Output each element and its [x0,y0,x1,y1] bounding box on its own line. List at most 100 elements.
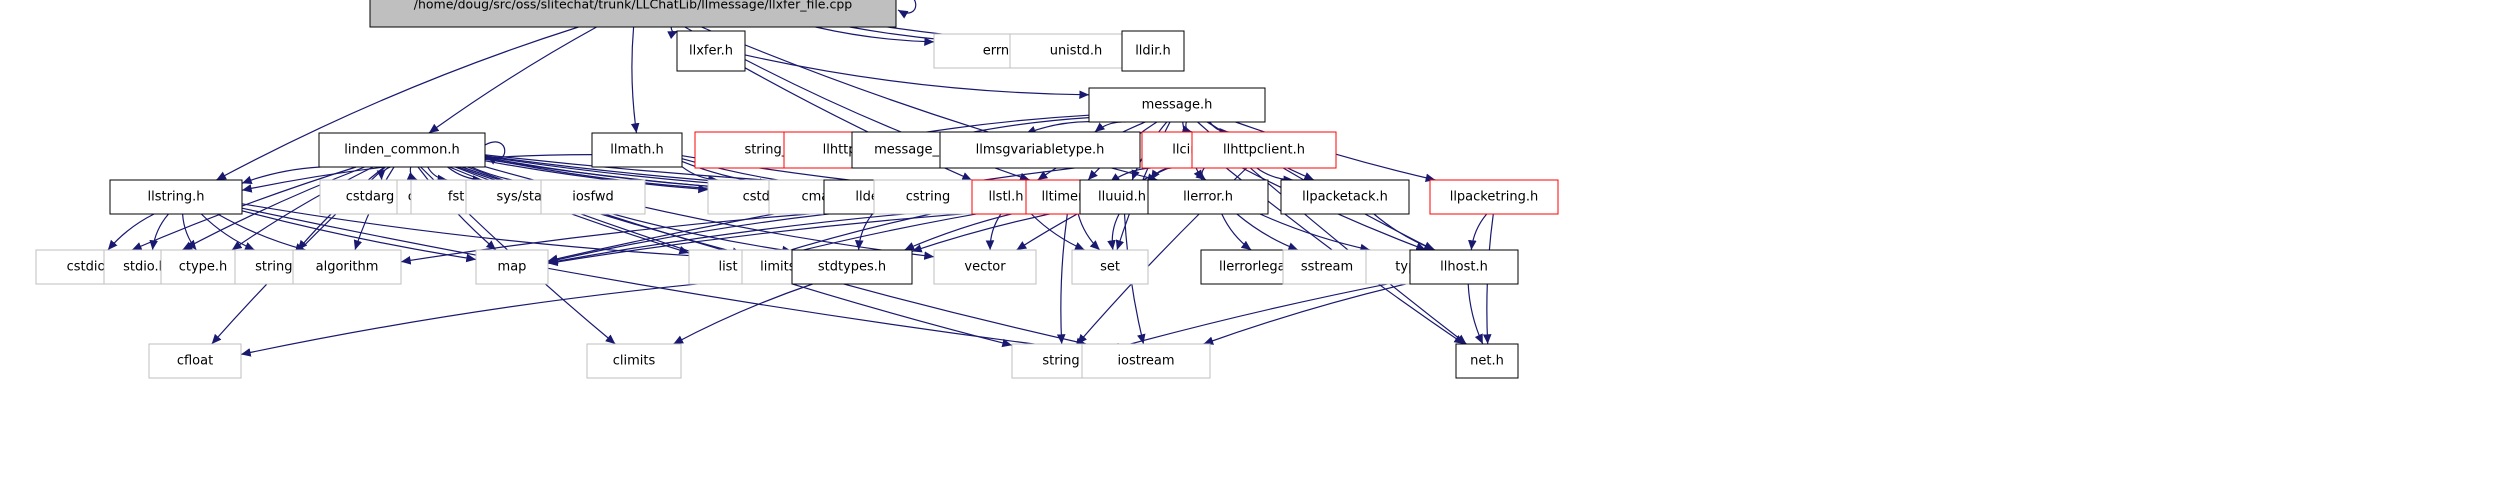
edge-linden_common-to-cstdarg [376,166,391,181]
node-box-iostream [1081,343,1211,379]
node-box-llxfer [676,30,746,72]
node-cstring: cstring [873,179,983,215]
edge-lltimer-to-string [1056,213,1068,345]
node-llstring[interactable]: llstring.h [109,179,243,215]
node-label-llpacketring: llpacketring.h [1450,190,1539,205]
node-box-stdtypes [791,249,913,285]
node-label-sstream: sstream [1301,260,1353,275]
edge-message-to-llmsgvariabletype [1094,121,1126,133]
node-label-string: string [1042,354,1079,369]
edge-message-to-llcircuit [1181,121,1193,134]
node-box-unistd [1009,33,1143,69]
edge-llcircuit-to-lluuid [1150,167,1172,181]
edge-lluuid-to-set [1107,213,1120,251]
node-label-iostream: iostream [1117,354,1174,369]
node-llmath[interactable]: llmath.h [591,132,683,168]
node-box-llmsgvariabletype [939,131,1141,169]
edge-llhost-to-string [1109,279,1411,352]
node-box-neth [1455,343,1519,379]
edge-llerror-to-typeinfo [1259,213,1371,253]
edge-llpacketring-to-llhost [1468,213,1488,251]
edge-llerror-to-sstream [1236,213,1299,251]
node-box-llhttpclient [1191,131,1337,169]
node-lldir[interactable]: lldir.h [1121,30,1185,72]
node-label-unistd: unistd.h [1050,44,1103,59]
edge-llstring-to-stdio [149,213,169,251]
edge-stdtypes-to-cfloat [240,275,793,357]
node-algorithm: algorithm [292,249,402,285]
edge-llstring-to-algorithm [217,213,306,252]
edge-linden_common-to-fstream [427,166,448,184]
node-label-llmsgvariabletype: llmsgvariabletype.h [976,143,1105,158]
edge-linden_common-to-llstring [241,166,321,184]
node-label-stdtypes: stdtypes.h [818,260,886,275]
node-sstream: sstream [1282,249,1372,285]
node-climits: climits [586,343,682,379]
node-label-stringh: string.h [255,260,305,275]
node-box-cstring [873,179,983,215]
node-label-llerror: llerror.h [1183,190,1233,205]
node-label-root: /home/doug/src/oss/slitechat/trunk/LLCha… [414,0,853,12]
node-label-cstdarg: cstdarg [346,190,395,205]
node-llmsgvariabletype[interactable]: llmsgvariabletype.h [939,131,1141,169]
node-box-ctype [160,249,246,285]
edge-llstring-to-stringh [200,213,255,251]
edge-linden_common-to-cstdio [131,166,357,251]
edge-llcircuit-to-llerror [1195,167,1207,181]
node-llerror[interactable]: llerror.h [1147,179,1269,215]
node-box-iosfwd [540,179,646,215]
node-label-llstring: llstring.h [148,190,205,205]
node-label-llhttpclient: llhttpclient.h [1223,143,1305,158]
edge-root-to-errno [815,26,935,46]
node-llhttpclient[interactable]: llhttpclient.h [1191,131,1337,169]
node-root: /home/doug/src/oss/slitechat/trunk/LLCha… [369,0,897,28]
node-llpacketring[interactable]: llpacketring.h [1429,179,1559,215]
edge-lldefs-to-stdtypes [854,213,873,251]
edge-llhost-to-neth [1467,283,1484,345]
node-label-llhost: llhost.h [1440,260,1488,275]
node-label-ctype: ctype.h [179,260,228,275]
node-box-lldir [1121,30,1185,72]
edge-stdtypes-to-climits [673,283,813,345]
node-box-llpacketring [1429,179,1559,215]
edge-message-to-llhttpclient [1209,121,1230,137]
node-label-neth: net.h [1470,354,1504,369]
edge-root-to-linden_common [428,26,597,134]
edge-root-to-llmath [630,26,640,134]
node-box-llerror [1147,179,1269,215]
edge-linden_common-to-stdio [182,166,365,251]
edge-root-to-llstring [216,26,579,181]
node-label-climits: climits [613,354,656,369]
node-label-lldir: lldir.h [1135,44,1171,59]
edge-layer [107,0,1494,357]
node-label-llxfer: llxfer.h [689,44,733,59]
edge-linden_common-to-cstdlib [484,160,709,194]
edge-llstring-to-ctype [182,213,197,251]
node-box-sstream [1282,249,1372,285]
node-set: set [1071,249,1149,285]
edge-root-to-root [897,0,917,19]
node-neth[interactable]: net.h [1455,343,1519,379]
node-linden_common[interactable]: linden_common.h [318,132,486,168]
node-llpacketack[interactable]: llpacketack.h [1280,179,1410,215]
node-box-vector [933,249,1037,285]
node-llxfer[interactable]: llxfer.h [676,30,746,72]
node-label-linden_common: linden_common.h [344,143,459,158]
node-box-root [369,0,897,28]
node-llhost[interactable]: llhost.h [1409,249,1519,285]
node-label-cstdio: cstdio [67,260,106,275]
node-message[interactable]: message.h [1088,87,1266,123]
node-iostream: iostream [1081,343,1211,379]
node-label-set: set [1100,260,1120,275]
node-layer: /home/doug/src/oss/slitechat/trunk/LLCha… [35,0,1559,379]
node-box-llhost [1409,249,1519,285]
node-label-llstl: llstl.h [988,190,1023,205]
edge-llpacketack-to-llhost [1373,213,1436,251]
node-stdtypes[interactable]: stdtypes.h [791,249,913,285]
node-vector: vector [933,249,1037,285]
node-box-algorithm [292,249,402,285]
edge-llhost-to-iostream [1203,282,1411,345]
node-box-linden_common [318,132,486,168]
node-iosfwd: iosfwd [540,179,646,215]
